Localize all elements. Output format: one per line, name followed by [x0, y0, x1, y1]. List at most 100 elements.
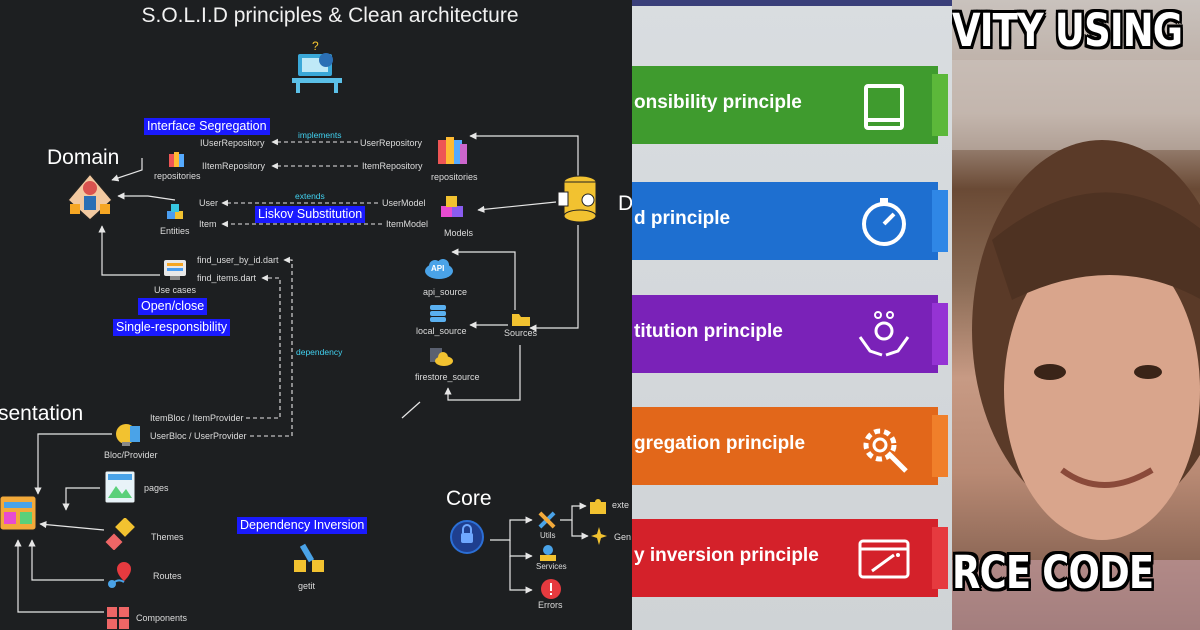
- repositories-books-icon: [168, 150, 188, 168]
- banner-tab: [932, 415, 948, 477]
- api-cloud-icon: API: [424, 258, 454, 280]
- errors-label: Errors: [538, 600, 563, 610]
- generator-sparkle-icon: [590, 526, 608, 546]
- components-label: Components: [136, 613, 188, 623]
- banner-text: gregation principle: [634, 433, 806, 454]
- section-core: Core: [446, 487, 492, 510]
- entities-cubes-icon: [165, 203, 185, 223]
- diagram-title: S.O.L.I.D principles & Clean architectur…: [141, 4, 519, 27]
- getit-label: getit: [298, 581, 316, 591]
- components-grid-icon: [106, 606, 130, 630]
- pages-layout-icon: [104, 470, 136, 504]
- database-icon: [556, 174, 602, 224]
- banner-text: titution principle: [634, 321, 783, 342]
- item-entity-label: Item: [199, 219, 217, 229]
- extensions-label: exte: [612, 500, 630, 510]
- banner-text: y inversion principle: [634, 545, 819, 566]
- firestore-cloud-icon: [428, 346, 454, 368]
- item-bloc-label: ItemBloc / ItemProvider: [150, 413, 244, 423]
- gauge-icon: [856, 194, 912, 250]
- section-presentation: sentation: [0, 402, 84, 425]
- principle-interface-segregation: Interface Segregation: [144, 118, 270, 135]
- user-bloc-label: UserBloc / UserProvider: [150, 431, 247, 441]
- banner-tab: [932, 74, 948, 136]
- sources-label: Sources: [504, 328, 538, 338]
- extensions-puzzle-icon: [588, 496, 608, 516]
- utils-tools-icon: [536, 510, 558, 530]
- find-items-file-label: find_items.dart: [197, 273, 257, 283]
- principle-banner: titution principle: [632, 295, 948, 373]
- iitem-repository-label: IItemRepository: [202, 161, 266, 171]
- user-entity-label: User: [199, 198, 219, 208]
- principle-dependency-inversion: Dependency Inversion: [237, 517, 368, 534]
- models-label: Models: [444, 228, 474, 238]
- principle-open-close: Open/close: [138, 298, 208, 315]
- domain-repositories-label: repositories: [154, 171, 201, 181]
- user-model-label: UserModel: [382, 198, 426, 208]
- gear-wrench-icon: [856, 419, 912, 475]
- solid-principles-banners: onsibility principle d principle titution …: [632, 0, 952, 630]
- core-chip-icon: [444, 516, 490, 558]
- bloc-provider-label: Bloc/Provider: [104, 450, 158, 460]
- banner-tab: [932, 190, 948, 252]
- services-icon: [538, 544, 558, 562]
- item-model-label: ItemModel: [386, 219, 429, 229]
- themes-label: Themes: [151, 532, 184, 542]
- data-repositories-label: repositories: [431, 172, 478, 182]
- principle-liskov-substitution: Liskov Substitution: [255, 206, 366, 223]
- pages-label: pages: [144, 483, 169, 493]
- iuser-repository-label: IUserRepository: [200, 138, 265, 148]
- dependency-label: dependency: [296, 347, 343, 357]
- banner-text: onsibility principle: [634, 92, 802, 113]
- clean-architecture-diagram: S.O.L.I.D principles & Clean architectur…: [0, 0, 632, 630]
- local-storage-icon: [428, 303, 448, 325]
- user-repository-label: UserRepository: [360, 138, 423, 148]
- top-strip: [632, 0, 952, 6]
- meme-top-text: VITY USING: [952, 4, 1183, 57]
- domain-hub-icon: [64, 170, 116, 224]
- svg-text:?: ?: [312, 40, 319, 53]
- principle-banner: onsibility principle: [632, 66, 948, 144]
- routes-label: Routes: [153, 571, 182, 581]
- routes-pin-icon: [106, 560, 136, 590]
- extends-label: extends: [295, 191, 325, 201]
- local-source-label: local_source: [416, 326, 467, 336]
- item-repository-label: ItemRepository: [362, 161, 423, 171]
- entities-label: Entities: [160, 226, 190, 236]
- meme-photo-illustration: [952, 60, 1200, 630]
- errors-alert-icon: [540, 578, 562, 600]
- getit-icon: [292, 540, 328, 576]
- use-cases-label: Use cases: [154, 285, 197, 295]
- section-domain: Domain: [47, 146, 120, 169]
- sources-folder-icon: [510, 310, 532, 328]
- section-data: D: [618, 192, 632, 215]
- principle-banner: gregation principle: [632, 407, 948, 485]
- use-cases-icon: [162, 258, 188, 282]
- banner-tab: [932, 527, 948, 589]
- diagram-connectors: [14, 132, 589, 613]
- api-source-label: api_source: [423, 287, 468, 297]
- find-user-file-label: find_user_by_id.dart: [197, 255, 279, 265]
- meme-bottom-text: RCE CODE: [952, 546, 1154, 599]
- developer-desk-icon: ?: [290, 40, 346, 94]
- principle-single-responsibility: Single-responsibility: [113, 319, 231, 336]
- data-repositories-books-icon: [436, 134, 468, 166]
- meme-image: VITY USING RCE CODE: [952, 0, 1200, 630]
- banner-tab: [932, 303, 948, 365]
- generator-label: Gen: [614, 532, 632, 542]
- utils-label: Utils: [540, 531, 556, 540]
- implements-label: implements: [298, 130, 342, 140]
- themes-brush-icon: [104, 518, 136, 550]
- window-wand-icon: [856, 531, 912, 587]
- banner-text: d principle: [634, 208, 731, 229]
- services-label: Services: [536, 562, 567, 571]
- hands-coins-icon: [856, 307, 912, 363]
- principle-banner: d principle: [632, 182, 948, 260]
- principle-banner: y inversion principle: [632, 519, 948, 597]
- bloc-provider-icon: [114, 420, 142, 448]
- firestore-source-label: firestore_source: [415, 372, 480, 382]
- api-badge: API: [431, 264, 445, 273]
- presentation-screen-icon: [0, 492, 40, 536]
- models-cubes-icon: [438, 194, 468, 222]
